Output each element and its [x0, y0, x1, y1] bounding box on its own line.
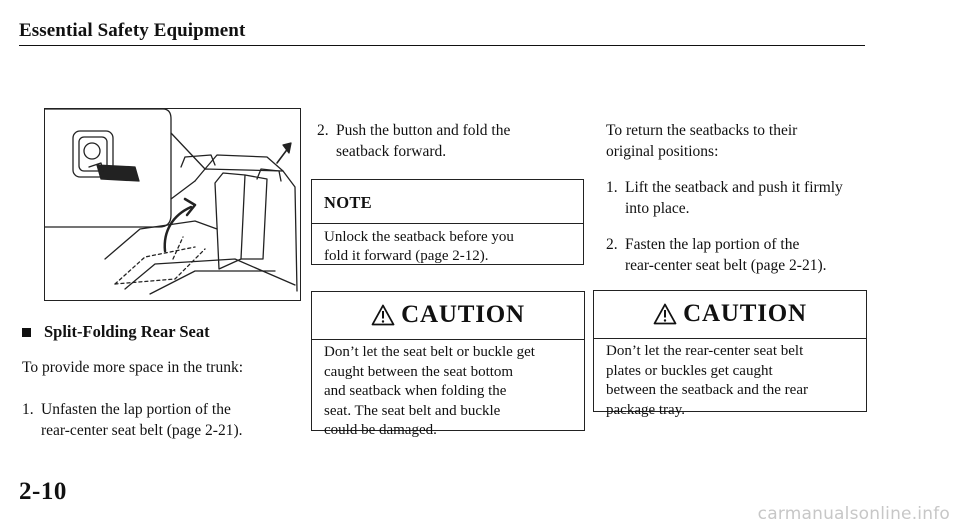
caution-box-return: CAUTION Don’t let the rear-center seat b…	[593, 290, 867, 418]
step-line: Push the button and fold the	[336, 122, 511, 139]
caution-header: CAUTION	[594, 296, 866, 332]
page-header-title: Essential Safety Equipment	[19, 20, 246, 41]
caution-text: Don’t let the seat belt or buckle get ca…	[324, 343, 579, 441]
caution-title: CAUTION	[401, 301, 525, 328]
caution-box-fold: CAUTION Don’t let the seat belt or buckl…	[311, 291, 585, 438]
warning-triangle-icon	[371, 304, 395, 326]
caution-line: caught between the seat bottom	[324, 363, 514, 380]
step-line: rear-center seat belt (page 2-21).	[625, 257, 827, 274]
note-line: Unlock the seatback before you	[324, 229, 514, 245]
step-number: 1.	[606, 179, 618, 196]
warning-triangle-icon	[653, 303, 677, 325]
step-line: Lift the seatback and push it firmly	[625, 179, 843, 196]
step-number: 2.	[606, 236, 618, 253]
step-line: into place.	[625, 200, 690, 217]
caution-line: could be damaged.	[324, 422, 437, 438]
step-text: Unfasten the lap portion of the rear-cen…	[41, 399, 301, 441]
caution-text: Don’t let the rear-center seat belt plat…	[606, 342, 861, 420]
watermark-text: carmanualsonline.info	[757, 504, 950, 524]
step-number: 2.	[317, 122, 329, 139]
bullet-square-icon	[22, 327, 31, 337]
caution-line: Don’t let the seat belt or buckle get	[324, 344, 535, 360]
intro-line: original positions:	[606, 143, 719, 160]
intro-line: To return the seatbacks to their	[606, 122, 798, 139]
intro-text: To provide more space in the trunk:	[22, 359, 244, 376]
caution-divider	[312, 339, 584, 340]
caution-line: seat. The seat belt and buckle	[324, 402, 501, 419]
caution-line: plates or buckles get caught	[606, 362, 773, 379]
note-divider	[312, 223, 583, 224]
folding-seat-drawing	[45, 109, 298, 295]
step-fasten-belt: 2. Fasten the lap portion of the rear-ce…	[606, 234, 885, 276]
step-number: 1.	[22, 401, 34, 418]
caution-line: between the seatback and the rear	[606, 382, 808, 398]
step-text: Fasten the lap portion of the rear-cente…	[625, 234, 885, 276]
step-lift-seatback: 1. Lift the seatback and push it firmly …	[606, 177, 885, 219]
step-text: Push the button and fold the seatback fo…	[336, 120, 596, 162]
step-line: rear-center seat belt (page 2-21).	[41, 422, 243, 439]
step-push-button: 2. Push the button and fold the seatback…	[317, 120, 596, 162]
section-heading: Split-Folding Rear Seat	[22, 322, 210, 342]
return-intro-text: To return the seatbacks to their origina…	[606, 120, 876, 162]
page-number: 2-10	[19, 478, 67, 505]
section-heading-text: Split-Folding Rear Seat	[44, 322, 210, 341]
caution-line: package tray.	[606, 401, 685, 418]
header-rule	[19, 45, 865, 46]
step-text: Lift the seatback and push it firmly int…	[625, 177, 885, 219]
step-unfasten-belt: 1. Unfasten the lap portion of the rear-…	[22, 399, 301, 441]
step-line: seatback forward.	[336, 143, 447, 160]
note-line: fold it forward (page 2-12).	[324, 248, 489, 264]
step-line: Unfasten the lap portion of the	[41, 401, 231, 418]
caution-title: CAUTION	[683, 300, 807, 327]
caution-line: Don’t let the rear-center seat belt	[606, 343, 804, 359]
rear-seat-illustration	[44, 108, 301, 301]
caution-divider	[594, 338, 866, 339]
caution-header: CAUTION	[312, 297, 584, 333]
note-title: NOTE	[324, 193, 372, 212]
note-box: NOTE Unlock the seatback before you fold…	[311, 179, 584, 265]
step-line: Fasten the lap portion of the	[625, 236, 800, 253]
note-text: Unlock the seatback before you fold it f…	[324, 228, 579, 266]
caution-line: and seatback when folding the	[324, 383, 507, 399]
